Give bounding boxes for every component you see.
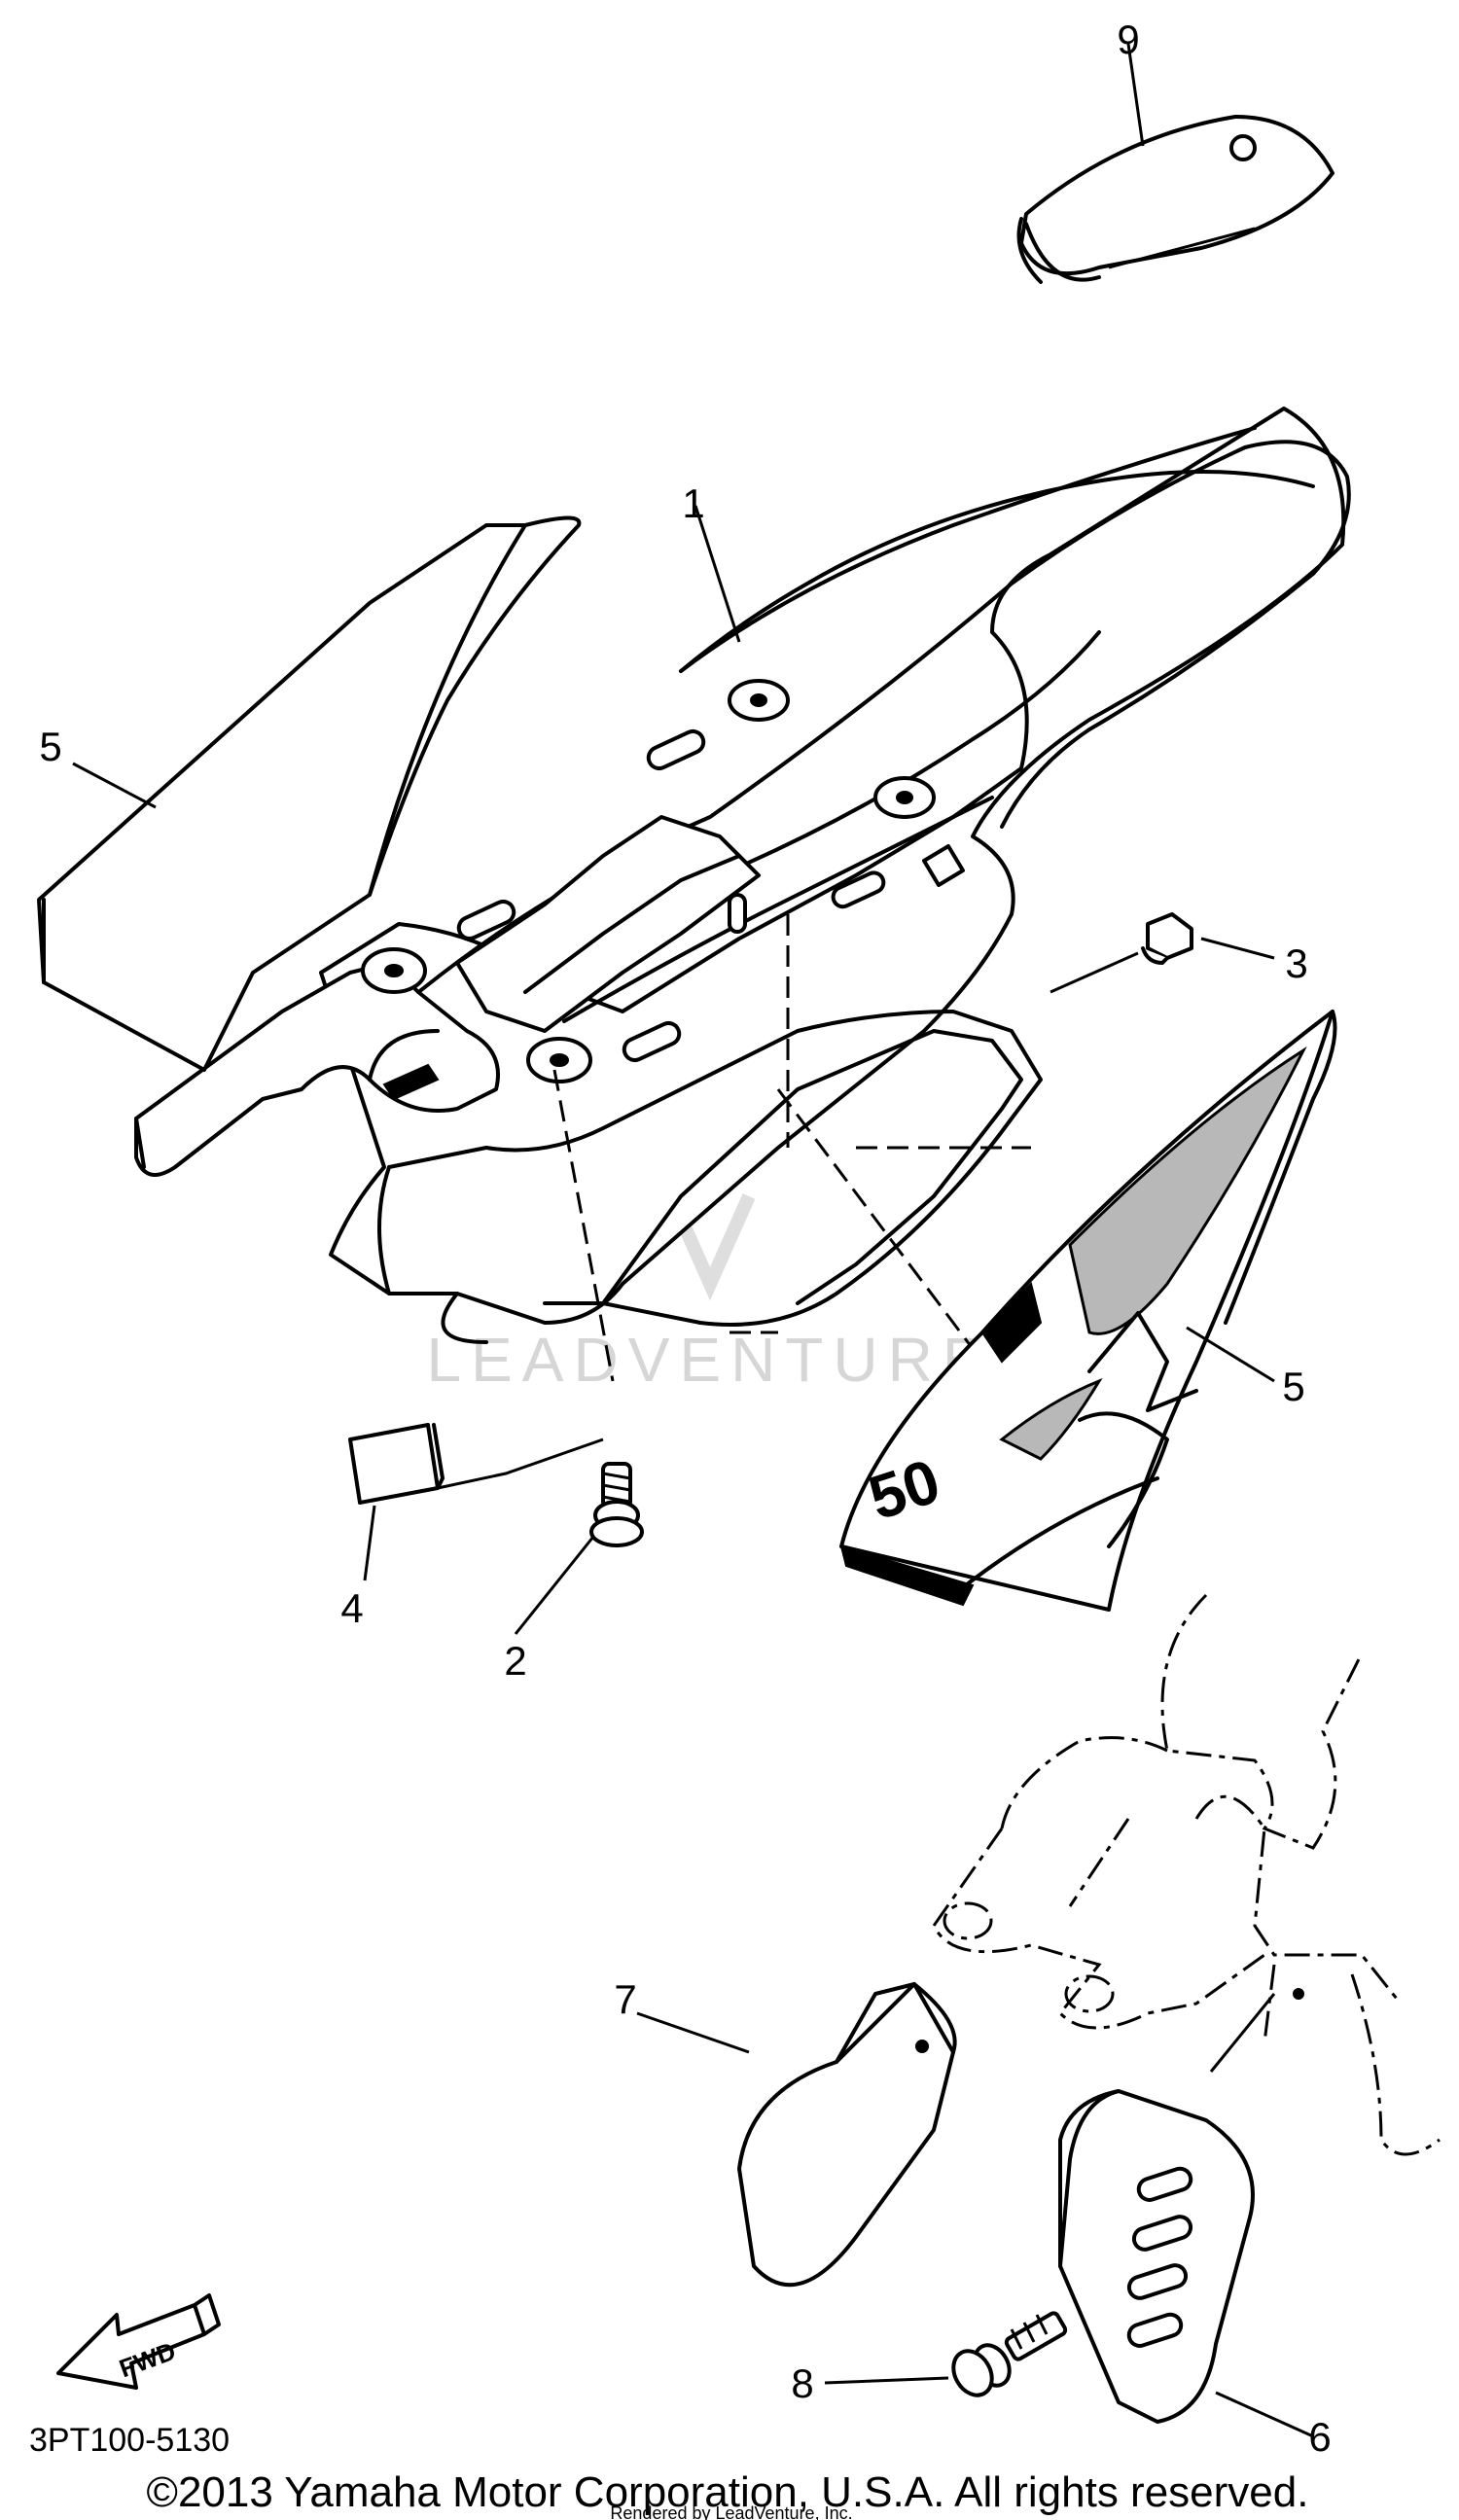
part-7-bracket xyxy=(737,1982,957,2288)
fwd-arrow-icon: FWD xyxy=(56,2293,221,2390)
part-3-nut xyxy=(1141,912,1193,965)
callout-9: 9 xyxy=(1117,17,1139,62)
washer-4 xyxy=(873,776,936,819)
part-8-bolt xyxy=(951,2311,1068,2397)
copyright-notice: ©2013 Yamaha Motor Corporation, U.S.A. A… xyxy=(147,2468,1309,2516)
callout-8: 8 xyxy=(791,2360,813,2406)
part-4-pad xyxy=(348,1423,445,1505)
callout-5-right: 5 xyxy=(1282,1364,1304,1409)
washer-3 xyxy=(728,679,790,722)
part-6-heat-shield xyxy=(1058,2089,1255,2424)
frame-outline xyxy=(932,1593,1441,2156)
callout-5-left: 5 xyxy=(39,724,61,769)
callout-1: 1 xyxy=(682,480,704,526)
watermark-text: LEADVENTURE xyxy=(427,1325,994,1395)
part-1-rear-fender xyxy=(134,407,1351,1382)
diagram-code: 3PT100-5130 xyxy=(29,2422,230,2459)
part-9-pad xyxy=(1016,115,1334,284)
callout-2: 2 xyxy=(504,1638,526,1684)
leader-lines xyxy=(72,43,1314,2438)
washer-2 xyxy=(526,1037,592,1083)
part-2-bolt xyxy=(589,1462,644,1547)
part-5-decal-left xyxy=(37,515,582,1072)
washer-1 xyxy=(361,947,427,994)
callout-3: 3 xyxy=(1285,941,1307,986)
callout-4: 4 xyxy=(340,1585,363,1631)
watermark-logo: LEADVENTURE xyxy=(427,1145,994,1395)
callout-6: 6 xyxy=(1308,2414,1331,2460)
rendered-by-notice: Rendered by LeadVenture, Inc. xyxy=(610,2503,852,2520)
callout-7: 7 xyxy=(614,1976,636,2022)
part-5-decal-right: 50 xyxy=(839,1010,1337,1612)
